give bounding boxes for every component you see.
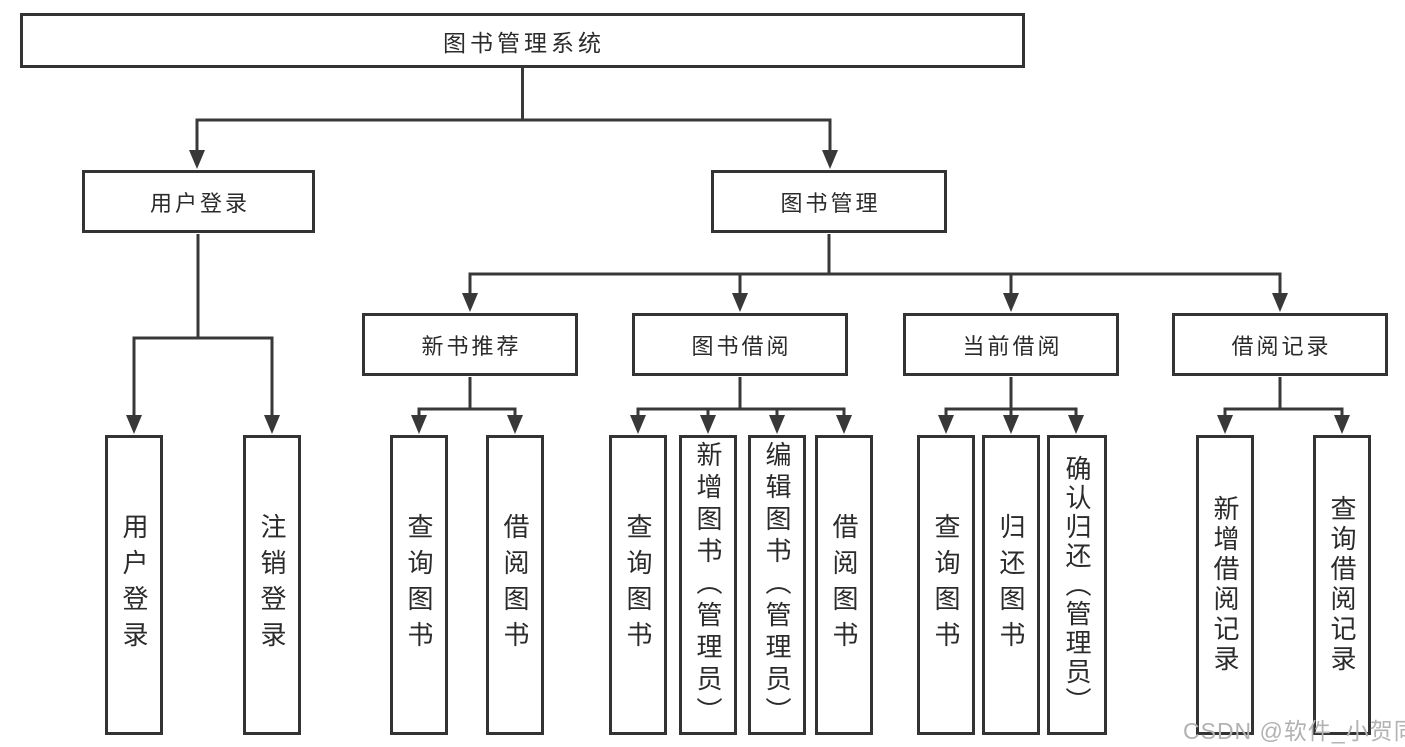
node-library-management-system: 图书管理系统 bbox=[20, 13, 1025, 68]
leaf-return-books: 归还图书 bbox=[982, 435, 1040, 735]
arrowhead-down bbox=[1003, 415, 1019, 434]
arrowhead-down bbox=[769, 415, 785, 434]
leaf-label: 查询图书 bbox=[404, 513, 434, 657]
arrowhead-down bbox=[1068, 415, 1084, 434]
leaf-edit-books-admin: 编辑图书（管理员） bbox=[748, 435, 806, 735]
arrowhead-down bbox=[189, 150, 205, 169]
leaf-label: 归还图书 bbox=[996, 513, 1026, 657]
arrowhead-down bbox=[462, 293, 478, 312]
node-current-borrowing: 当前借阅 bbox=[903, 313, 1119, 376]
node-book-borrowing: 图书借阅 bbox=[632, 313, 848, 376]
leaf-query-books-1: 查询图书 bbox=[390, 435, 448, 735]
arrowhead-down bbox=[1334, 415, 1350, 434]
arrowhead-down bbox=[507, 415, 523, 434]
arrowhead-down bbox=[411, 415, 427, 434]
leaf-user-login: 用户登录 bbox=[105, 435, 163, 735]
arrowhead-down bbox=[822, 150, 838, 169]
arrowhead-down bbox=[126, 415, 142, 434]
leaf-add-borrow-record: 新增借阅记录 bbox=[1196, 435, 1254, 735]
node-user-login: 用户登录 bbox=[82, 170, 315, 233]
arrowhead-down bbox=[264, 415, 280, 434]
leaf-query-books-2: 查询图书 bbox=[609, 435, 667, 735]
arrowhead-down bbox=[732, 293, 748, 312]
leaf-label: 查询借阅记录 bbox=[1327, 495, 1357, 675]
arrowhead-down bbox=[1003, 293, 1019, 312]
leaf-label: 查询图书 bbox=[623, 513, 653, 657]
arrowhead-down bbox=[1217, 415, 1233, 434]
leaf-query-borrow-record: 查询借阅记录 bbox=[1313, 435, 1371, 735]
arrowhead-down bbox=[1272, 293, 1288, 312]
arrowhead-down bbox=[938, 415, 954, 434]
leaf-borrow-books-2: 借阅图书 bbox=[815, 435, 873, 735]
node-new-book-recommendation: 新书推荐 bbox=[362, 313, 578, 376]
arrowheads bbox=[126, 150, 1350, 434]
leaf-add-books-admin: 新增图书（管理员） bbox=[679, 435, 737, 735]
leaf-label: 编辑图书（管理员） bbox=[762, 441, 792, 729]
leaf-label: 借阅图书 bbox=[829, 513, 859, 657]
arrowhead-down bbox=[700, 415, 716, 434]
leaf-logout: 注销登录 bbox=[243, 435, 301, 735]
node-book-management: 图书管理 bbox=[711, 170, 947, 233]
leaf-label: 确认归还（管理员） bbox=[1062, 454, 1092, 716]
leaf-label: 用户登录 bbox=[119, 513, 149, 657]
leaf-label: 注销登录 bbox=[257, 513, 287, 657]
csdn-watermark: CSDN @软件_小贺同学 bbox=[1183, 718, 1405, 744]
leaf-label: 借阅图书 bbox=[500, 513, 530, 657]
leaf-query-books-3: 查询图书 bbox=[917, 435, 975, 735]
node-borrow-records: 借阅记录 bbox=[1172, 313, 1388, 376]
leaf-confirm-return-admin: 确认归还（管理员） bbox=[1047, 435, 1107, 735]
leaf-label: 新增图书（管理员） bbox=[693, 441, 723, 729]
arrowhead-down bbox=[630, 415, 646, 434]
arrowhead-down bbox=[836, 415, 852, 434]
leaf-label: 新增借阅记录 bbox=[1210, 495, 1240, 675]
leaf-label: 查询图书 bbox=[931, 513, 961, 657]
leaf-borrow-books-1: 借阅图书 bbox=[486, 435, 544, 735]
connector-lines bbox=[132, 68, 1344, 418]
